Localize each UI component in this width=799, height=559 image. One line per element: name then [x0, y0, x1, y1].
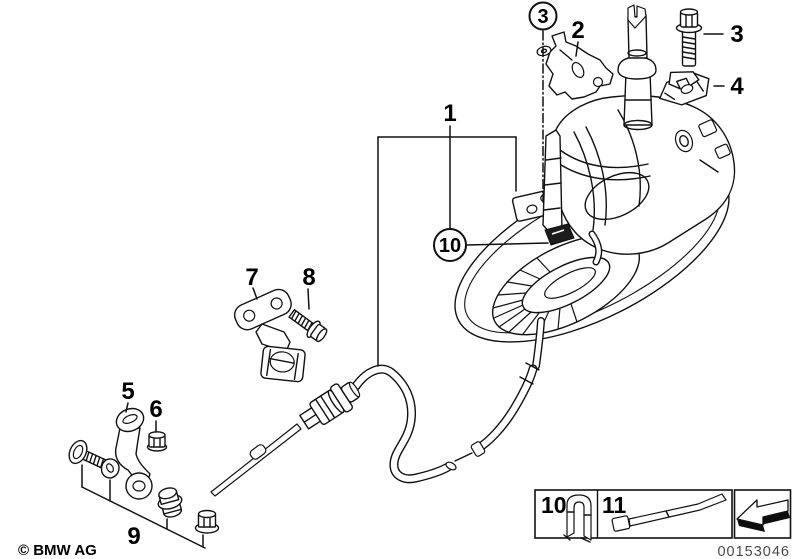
- legend-box: 10 11: [534, 489, 733, 543]
- cable-tie-icon: [611, 493, 727, 532]
- callout-8-leader: [307, 288, 310, 310]
- callout-2-leader: [575, 41, 579, 57]
- mounting-bracket-2: [545, 31, 614, 100]
- image-number: 00153046: [717, 544, 790, 559]
- callout-3-circled: 3: [528, 1, 558, 31]
- washer: [536, 45, 552, 57]
- callout-10-leader: [465, 242, 549, 246]
- callout-6-label: 6: [149, 396, 162, 423]
- cage-nut-clip-4: [659, 71, 710, 106]
- callout-1-label: 1: [443, 100, 456, 127]
- callout-5-label: 5: [121, 378, 134, 405]
- cable-bracket-7: [233, 288, 306, 383]
- bracket-bolt-8: [288, 309, 328, 343]
- housing-side-frame: [542, 129, 563, 237]
- housing-hole: [674, 129, 694, 153]
- hex-bolt-3: [675, 8, 703, 67]
- retaining-clip-icon: [563, 494, 592, 543]
- legend-11-label: 11: [602, 492, 627, 518]
- grommet-holder: [260, 345, 306, 383]
- cable-sheath-open-end: [445, 461, 457, 471]
- shift-cable: [210, 364, 473, 497]
- callout-8-label: 8: [302, 264, 315, 291]
- callout-10-circled-label: 10: [439, 235, 461, 257]
- hex-nut-6: [146, 431, 168, 452]
- bushing-9: [157, 487, 183, 518]
- shaft-fork-tip: [627, 4, 647, 29]
- shifter-housing: [542, 94, 736, 266]
- rod-stop-bead: [249, 444, 267, 460]
- copyright-text: © BMW AG: [18, 542, 97, 559]
- washer-9: [100, 458, 120, 479]
- lever-slot: [122, 414, 138, 424]
- callout-7-label: 7: [245, 264, 258, 291]
- legend-item-10: 10: [541, 492, 592, 543]
- callout-4-label: 4: [730, 73, 744, 100]
- callout-3-circled-label: 3: [537, 6, 548, 28]
- legend-item-11: 11: [602, 492, 727, 532]
- callout-5-leader: [125, 402, 129, 413]
- cable-rod: [210, 423, 302, 497]
- direction-arrow-box: [733, 489, 792, 539]
- cable-end-clamp: [544, 223, 575, 246]
- legend-10-label: 10: [541, 492, 567, 518]
- callout-9-bracket: [81, 464, 206, 549]
- cable-adjuster: [299, 381, 361, 430]
- callout-9-label: 9: [127, 523, 140, 550]
- shift-mechanism-assembly: [454, 4, 736, 457]
- cable-sheath-upper: [470, 317, 545, 457]
- bolt-9: [68, 439, 110, 471]
- callout-7-leader: [252, 287, 258, 300]
- callout-2-label: 2: [571, 17, 584, 44]
- direction-arrow-icon: [736, 499, 790, 532]
- shift-lever-shaft: [617, 4, 657, 131]
- callout-3-label: 3: [730, 21, 743, 48]
- cable-inner-wire: [454, 452, 473, 462]
- callout-1: [377, 125, 517, 367]
- selector-lever-5: [114, 407, 153, 500]
- hardware-group-9: [68, 439, 220, 534]
- shift-gate-teeth: [492, 257, 578, 335]
- callout-10-circled: 10: [433, 228, 467, 262]
- nut-9: [194, 509, 220, 534]
- shift-gate: [491, 234, 641, 336]
- callout-lines: [81, 30, 725, 549]
- lever-pivot-hole: [132, 480, 146, 492]
